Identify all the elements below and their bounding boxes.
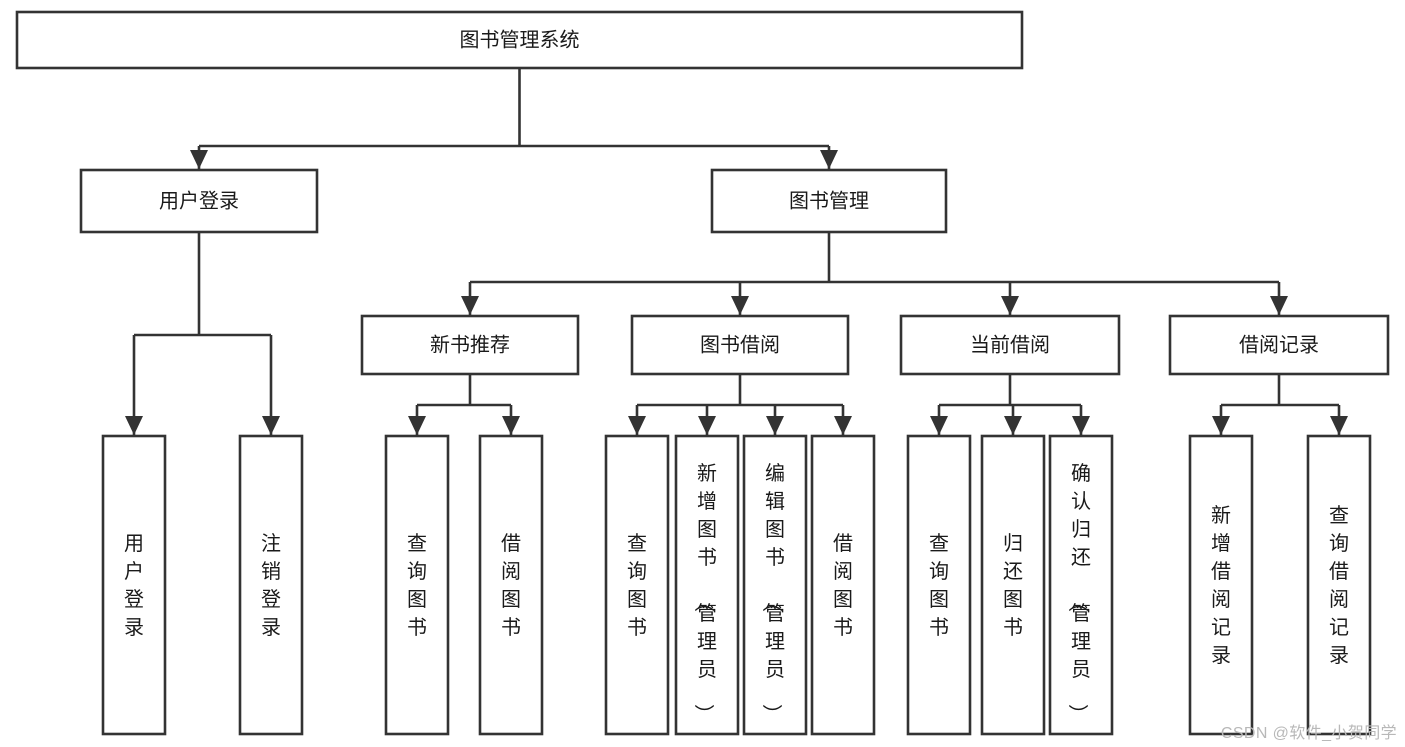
leaf-node-leaf-user-login[interactable]: 用户登录 xyxy=(101,434,167,736)
node-user-login[interactable]: 用户登录 xyxy=(79,168,319,234)
leaf-node-leaf-logout[interactable]: 注销登录 xyxy=(238,434,304,736)
level2-node-label: 图书借阅 xyxy=(700,333,780,356)
node-rect xyxy=(906,434,972,736)
arrowhead-icon xyxy=(698,416,716,435)
leaf-node-label: 查询图书 xyxy=(407,532,427,639)
csdn-watermark: CSDN @软件_小贺同学 xyxy=(1220,725,1397,742)
arrowhead-icon xyxy=(628,416,646,435)
node-book-borrow[interactable]: 图书借阅 xyxy=(630,314,850,376)
leaf-node-leaf-add-record[interactable]: 新增借阅记录 xyxy=(1188,434,1254,736)
node-rect xyxy=(742,434,808,736)
root-node-label: 图书管理系统 xyxy=(460,28,580,51)
arrowhead-icon xyxy=(1072,416,1090,435)
leaf-node-label: 归还图书 xyxy=(1003,532,1023,639)
node-rect xyxy=(810,434,876,736)
leaf-node-leaf-query-book-rec[interactable]: 查询图书 xyxy=(384,434,450,736)
node-rect xyxy=(360,314,580,376)
arrowhead-icon xyxy=(1270,296,1288,315)
arrowhead-icon xyxy=(1004,416,1022,435)
node-rect xyxy=(710,168,948,234)
arrowhead-icon xyxy=(766,416,784,435)
node-rect xyxy=(899,314,1121,376)
leaf-node-leaf-query-book-bor[interactable]: 查询图书 xyxy=(604,434,670,736)
node-rect xyxy=(79,168,319,234)
leaf-node-label: 用户登录 xyxy=(124,533,144,639)
leaf-node-label: 查询图书 xyxy=(929,532,949,639)
arrowhead-icon xyxy=(262,416,280,435)
arrowhead-icon xyxy=(731,296,749,315)
node-rect xyxy=(101,434,167,736)
leaf-node-leaf-edit-book[interactable]: 编辑图书（管理员） xyxy=(742,434,808,736)
arrowhead-icon xyxy=(1001,296,1019,315)
node-book-manage[interactable]: 图书管理 xyxy=(710,168,948,234)
leaf-node-label: 新增借阅记录 xyxy=(1211,504,1231,667)
arrowhead-icon xyxy=(408,416,426,435)
arrowhead-icon xyxy=(502,416,520,435)
leaf-node-label: 借阅图书 xyxy=(501,532,521,639)
node-rect xyxy=(1188,434,1254,736)
node-rect xyxy=(604,434,670,736)
leaf-node-label: 查询图书 xyxy=(627,532,647,639)
node-root-system[interactable]: 图书管理系统 xyxy=(15,10,1024,70)
node-borrow-record[interactable]: 借阅记录 xyxy=(1168,314,1390,376)
node-layer: 图书管理系统用户登录图书管理新书推荐图书借阅当前借阅借阅记录用户登录注销登录查询… xyxy=(15,10,1390,736)
level1-node-label: 图书管理 xyxy=(789,189,869,212)
leaf-node-leaf-return-book[interactable]: 归还图书 xyxy=(980,434,1046,736)
leaf-node-label: 注销登录 xyxy=(261,532,281,639)
arrowhead-icon xyxy=(461,296,479,315)
leaf-node-leaf-borrow-book-rec[interactable]: 借阅图书 xyxy=(478,434,544,736)
node-new-book-rec[interactable]: 新书推荐 xyxy=(360,314,580,376)
leaf-node-leaf-add-book[interactable]: 新增图书（管理员） xyxy=(674,434,740,736)
node-rect xyxy=(384,434,450,736)
arrowhead-icon xyxy=(1330,416,1348,435)
level2-node-label: 新书推荐 xyxy=(430,333,510,356)
leaf-node-leaf-query-record[interactable]: 查询借阅记录 xyxy=(1306,434,1372,736)
leaf-node-label: 确认归还（管理员） xyxy=(1066,462,1091,724)
node-rect xyxy=(478,434,544,736)
level2-node-label: 当前借阅 xyxy=(970,333,1050,356)
node-rect xyxy=(1048,434,1114,736)
node-rect xyxy=(1306,434,1372,736)
leaf-node-leaf-confirm-return[interactable]: 确认归还（管理员） xyxy=(1048,434,1114,736)
node-rect xyxy=(15,10,1024,70)
leaf-node-label: 新增图书（管理员） xyxy=(692,462,717,724)
connector-layer xyxy=(125,68,1348,435)
leaf-node-label: 查询借阅记录 xyxy=(1329,504,1349,667)
node-rect xyxy=(980,434,1046,736)
leaf-node-leaf-borrow-book-bor[interactable]: 借阅图书 xyxy=(810,434,876,736)
node-current-borrow[interactable]: 当前借阅 xyxy=(899,314,1121,376)
arrowhead-icon xyxy=(190,150,208,169)
leaf-node-leaf-query-book-cur[interactable]: 查询图书 xyxy=(906,434,972,736)
arrowhead-icon xyxy=(125,416,143,435)
node-rect xyxy=(1168,314,1390,376)
arrowhead-icon xyxy=(930,416,948,435)
node-rect xyxy=(674,434,740,736)
level1-node-label: 用户登录 xyxy=(159,189,239,212)
leaf-node-label: 编辑图书（管理员） xyxy=(760,462,785,724)
arrowhead-icon xyxy=(834,416,852,435)
arrowhead-icon xyxy=(1212,416,1230,435)
node-rect xyxy=(630,314,850,376)
node-rect xyxy=(238,434,304,736)
arrowhead-icon xyxy=(820,150,838,169)
level2-node-label: 借阅记录 xyxy=(1239,333,1319,356)
leaf-node-label: 借阅图书 xyxy=(833,532,853,639)
